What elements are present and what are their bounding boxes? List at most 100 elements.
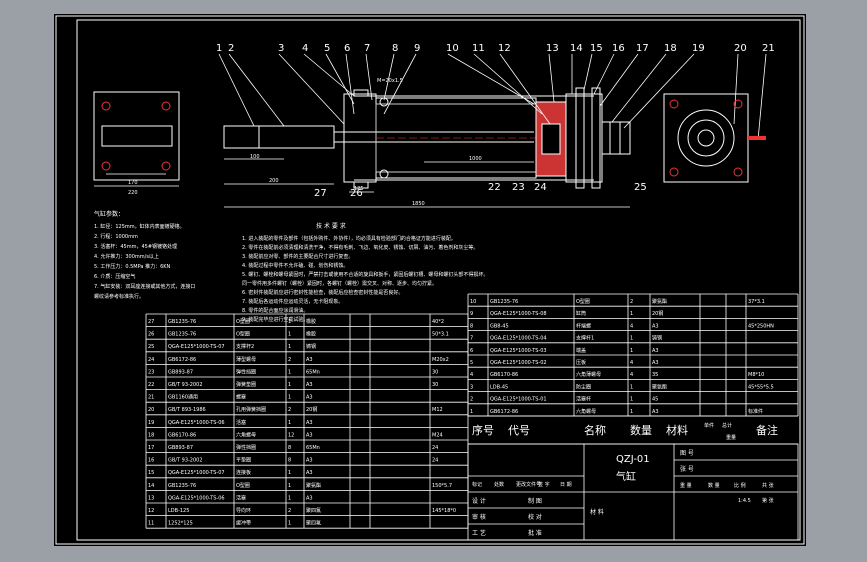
bom-cell: 23	[148, 369, 154, 375]
bom-cell: 19	[148, 420, 154, 426]
tech-line: 7. 装配后各运动件应运动灵活，无卡阻现象。	[242, 298, 343, 305]
bom-cell: 45	[652, 397, 658, 403]
bom-cell: 导向环	[236, 507, 251, 514]
bom-cell: 6	[470, 348, 473, 354]
bom-cell: 1252*125	[168, 521, 193, 527]
balloon-15: 15	[590, 43, 603, 54]
bom-header-cell: 总计	[722, 422, 732, 429]
bom-cell: 11	[148, 521, 154, 527]
bom-cell: 弹簧垫圈	[236, 381, 256, 388]
bom-cell: 145*18*0	[432, 508, 456, 514]
bom-cell: 8	[470, 323, 473, 329]
bom-cell: 孔用弹簧挡圈	[236, 406, 266, 413]
bom-cell: QGA-E125*1000-TS-04	[490, 336, 547, 342]
bom-cell: 21	[148, 395, 154, 401]
bom-cell: A3	[306, 432, 313, 438]
bom-cell: 六角螺母	[576, 408, 596, 415]
bom-cell: 六角薄螺母	[576, 371, 601, 378]
bom-cell: 4	[630, 372, 633, 378]
note-line: 4. 允许推力：300mm/s以上	[94, 253, 159, 260]
balloon-2: 2	[228, 43, 234, 54]
bom-cell: 聚四氟	[306, 520, 321, 527]
balloon-6: 6	[344, 43, 350, 54]
bom-cell: 弹性挡圈	[236, 444, 256, 451]
drawing-name: 气缸	[616, 470, 636, 483]
tech-title: 技 术 要 求	[316, 222, 346, 230]
bom-cell: GB1235-76	[168, 319, 196, 325]
bom-header-cell: 序号	[472, 423, 494, 437]
bom-cell: 25	[148, 344, 154, 350]
bom-cell: 聚氨酯	[652, 298, 667, 305]
revision-row: 标记处数更改文件号签 字日 期	[472, 481, 572, 488]
bom-cell: 1	[288, 495, 291, 501]
role-label: 校 对	[528, 513, 542, 521]
bom-cell: 防尘圈	[576, 383, 591, 390]
role-cells: 设 计制 图审 核校 对工 艺批 准	[472, 497, 542, 537]
bom-cell: 聚氨酯	[652, 383, 667, 390]
balloon-24: 24	[534, 182, 547, 193]
note-line: 5. 工作压力：0.5MPa 推力：6KN	[94, 263, 171, 270]
right-end-view	[663, 93, 766, 183]
balloon-16: 16	[612, 43, 625, 54]
note-line: 1. 缸径：125mm，缸体内表面镀硬铬。	[94, 223, 185, 230]
rev-header: 处数	[494, 481, 504, 488]
bom-cell: 30	[432, 369, 438, 375]
balloon-9: 9	[414, 43, 420, 54]
bom-cell: A3	[306, 357, 313, 363]
bom-cell: O型圈	[576, 298, 590, 305]
balloon-19: 19	[692, 43, 705, 54]
chart-label: 图 号	[680, 450, 694, 457]
bom-cell: 聚四氟	[306, 507, 321, 514]
sheet-label: 张 号	[680, 465, 694, 473]
bom-header: 序号代号名称数量材料单件总计重量备注	[468, 415, 798, 445]
bom-cell: 4	[630, 360, 633, 366]
bom-cell: GB6172-86	[168, 357, 196, 363]
rev-header: 标记	[472, 481, 482, 488]
note-line: 螺纹请参考标准执行。	[94, 293, 144, 300]
bom-header-cell: 材料	[666, 423, 688, 437]
bom-cell: 1	[288, 382, 291, 388]
bom-cell: O型圈	[236, 482, 250, 489]
balloon-3: 3	[278, 43, 284, 54]
bom-cell: GB/T 93-2002	[168, 458, 203, 464]
bom-cell: 8	[288, 458, 291, 464]
bom-cell: 1	[630, 384, 633, 390]
bom-cell: QGA-E125*1000-TS-06	[168, 495, 225, 501]
note-line: 7. 气缸安装：双耳座连接或其他方式，连接口	[94, 283, 195, 290]
bom-cell: QGA-E125*1000-TS-07	[168, 344, 225, 350]
balloon-18: 18	[664, 43, 677, 54]
bom-cell: 5	[470, 360, 473, 366]
bom-cell: 30	[432, 382, 438, 388]
dim-100: 100	[250, 154, 260, 160]
bom-cell: 14	[148, 483, 154, 489]
balloon-20: 20	[734, 43, 747, 54]
bom-cell: A3	[306, 458, 313, 464]
tech-line: 2. 零件在装配前必须清理和清洗干净，不得有毛刺、飞边、氧化皮、锈蚀、切屑、油污…	[242, 244, 478, 251]
bom-cell: 1	[288, 420, 291, 426]
material-label: 材 料	[590, 508, 604, 516]
bom-cell: A3	[306, 470, 313, 476]
bom-cell: M24	[432, 432, 443, 438]
bom-cell: 8	[288, 445, 291, 451]
bom-cell: O型圈	[236, 318, 250, 325]
bom-cell: 37*3.1	[748, 299, 765, 305]
bom-cell: QGA-E125*1000-TS-06	[168, 420, 225, 426]
bom-cell: A3	[306, 395, 313, 401]
bom-cell: 20	[148, 407, 154, 413]
bom-cell: 45*55*5.5	[748, 384, 774, 390]
bom-cell: 12	[288, 432, 294, 438]
bom-cell: 2	[288, 407, 291, 413]
bom-cell: A3	[306, 420, 313, 426]
rev-header: 更改文件号	[516, 481, 541, 488]
bom-cell: GB6170-86	[490, 372, 518, 378]
bom-cell: 支撑杆2	[236, 343, 254, 350]
bom-cell: 1	[288, 521, 291, 527]
bom-cell: 12	[148, 508, 154, 514]
bom-cell: 1	[630, 348, 633, 354]
bom-cell: 2	[470, 397, 473, 403]
bom-cell: A3	[652, 323, 659, 329]
bom-cell: 活塞	[236, 419, 246, 426]
bom-cell: 16	[148, 458, 154, 464]
note-line: 2. 行程：1000mm	[94, 233, 138, 240]
